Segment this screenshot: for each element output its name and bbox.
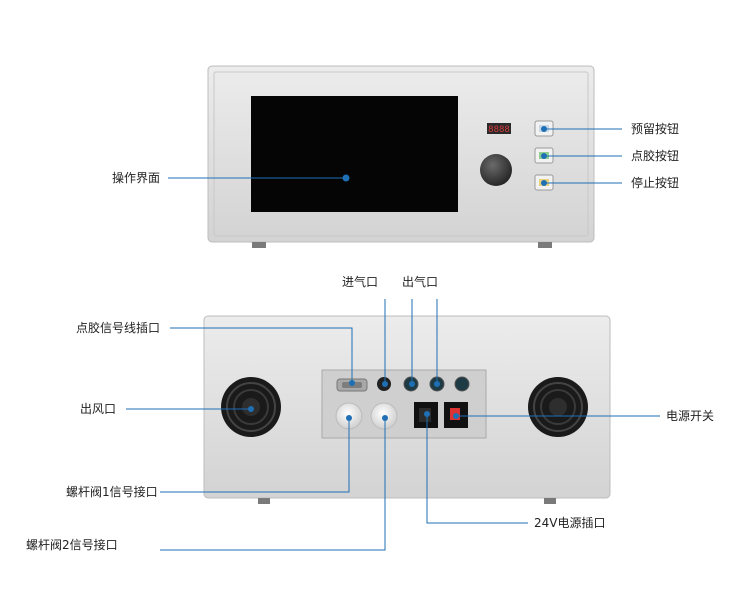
label-power-socket: 24V电源插口 bbox=[534, 516, 606, 530]
front-foot-left bbox=[252, 242, 266, 248]
leader-power-socket bbox=[426, 414, 528, 524]
label-operation-screen: 操作界面 bbox=[112, 171, 161, 185]
dot-power-socket bbox=[424, 411, 430, 417]
dot-dispense bbox=[541, 153, 547, 159]
leader-dispense-signal bbox=[170, 327, 353, 381]
fan-right bbox=[528, 377, 588, 437]
led-display bbox=[487, 123, 511, 134]
dot-screen bbox=[342, 174, 350, 182]
label-valve1-port: 螺杆阀1信号接口 bbox=[66, 485, 158, 499]
rear-foot-left bbox=[258, 498, 270, 504]
dot-valve2 bbox=[382, 415, 388, 421]
control-knob[interactable] bbox=[480, 154, 512, 186]
label-air-vent: 出风口 bbox=[80, 402, 117, 416]
led-display-text: 8888 bbox=[488, 125, 510, 135]
leader-lines bbox=[126, 128, 660, 551]
front-unit: 8888 bbox=[207, 65, 595, 248]
dot-air-outlet-2 bbox=[434, 381, 440, 387]
operation-screen[interactable] bbox=[251, 96, 458, 212]
label-dispense-button: 点胶按钮 bbox=[631, 149, 680, 163]
dot-stop bbox=[541, 180, 547, 186]
rear-unit bbox=[203, 315, 611, 504]
dot-power-switch bbox=[453, 413, 459, 419]
front-foot-right bbox=[538, 242, 552, 248]
dot-air-inlet bbox=[382, 381, 388, 387]
dot-dispense-signal bbox=[349, 380, 355, 386]
dot-air-outlet-1 bbox=[409, 381, 415, 387]
leader-valve1 bbox=[160, 420, 350, 493]
front-bezel bbox=[213, 71, 589, 237]
label-valve2-port: 螺杆阀2信号接口 bbox=[26, 538, 118, 552]
air-outlet-fitting-3[interactable] bbox=[454, 376, 470, 392]
dot-valve1 bbox=[346, 415, 352, 421]
leader-valve2 bbox=[160, 420, 386, 551]
dot-air-vent bbox=[248, 406, 254, 412]
leader-dots bbox=[248, 126, 547, 421]
label-air-outlet: 出气口 bbox=[402, 275, 439, 289]
dot-reserve bbox=[541, 126, 547, 132]
label-power-switch: 电源开关 bbox=[666, 409, 715, 423]
rear-foot-right bbox=[544, 498, 556, 504]
label-reserve-button: 预留按钮 bbox=[631, 122, 680, 136]
label-stop-button: 停止按钮 bbox=[631, 176, 680, 190]
label-dispense-signal-port: 点胶信号线插口 bbox=[76, 321, 161, 335]
label-air-inlet: 进气口 bbox=[342, 275, 379, 289]
